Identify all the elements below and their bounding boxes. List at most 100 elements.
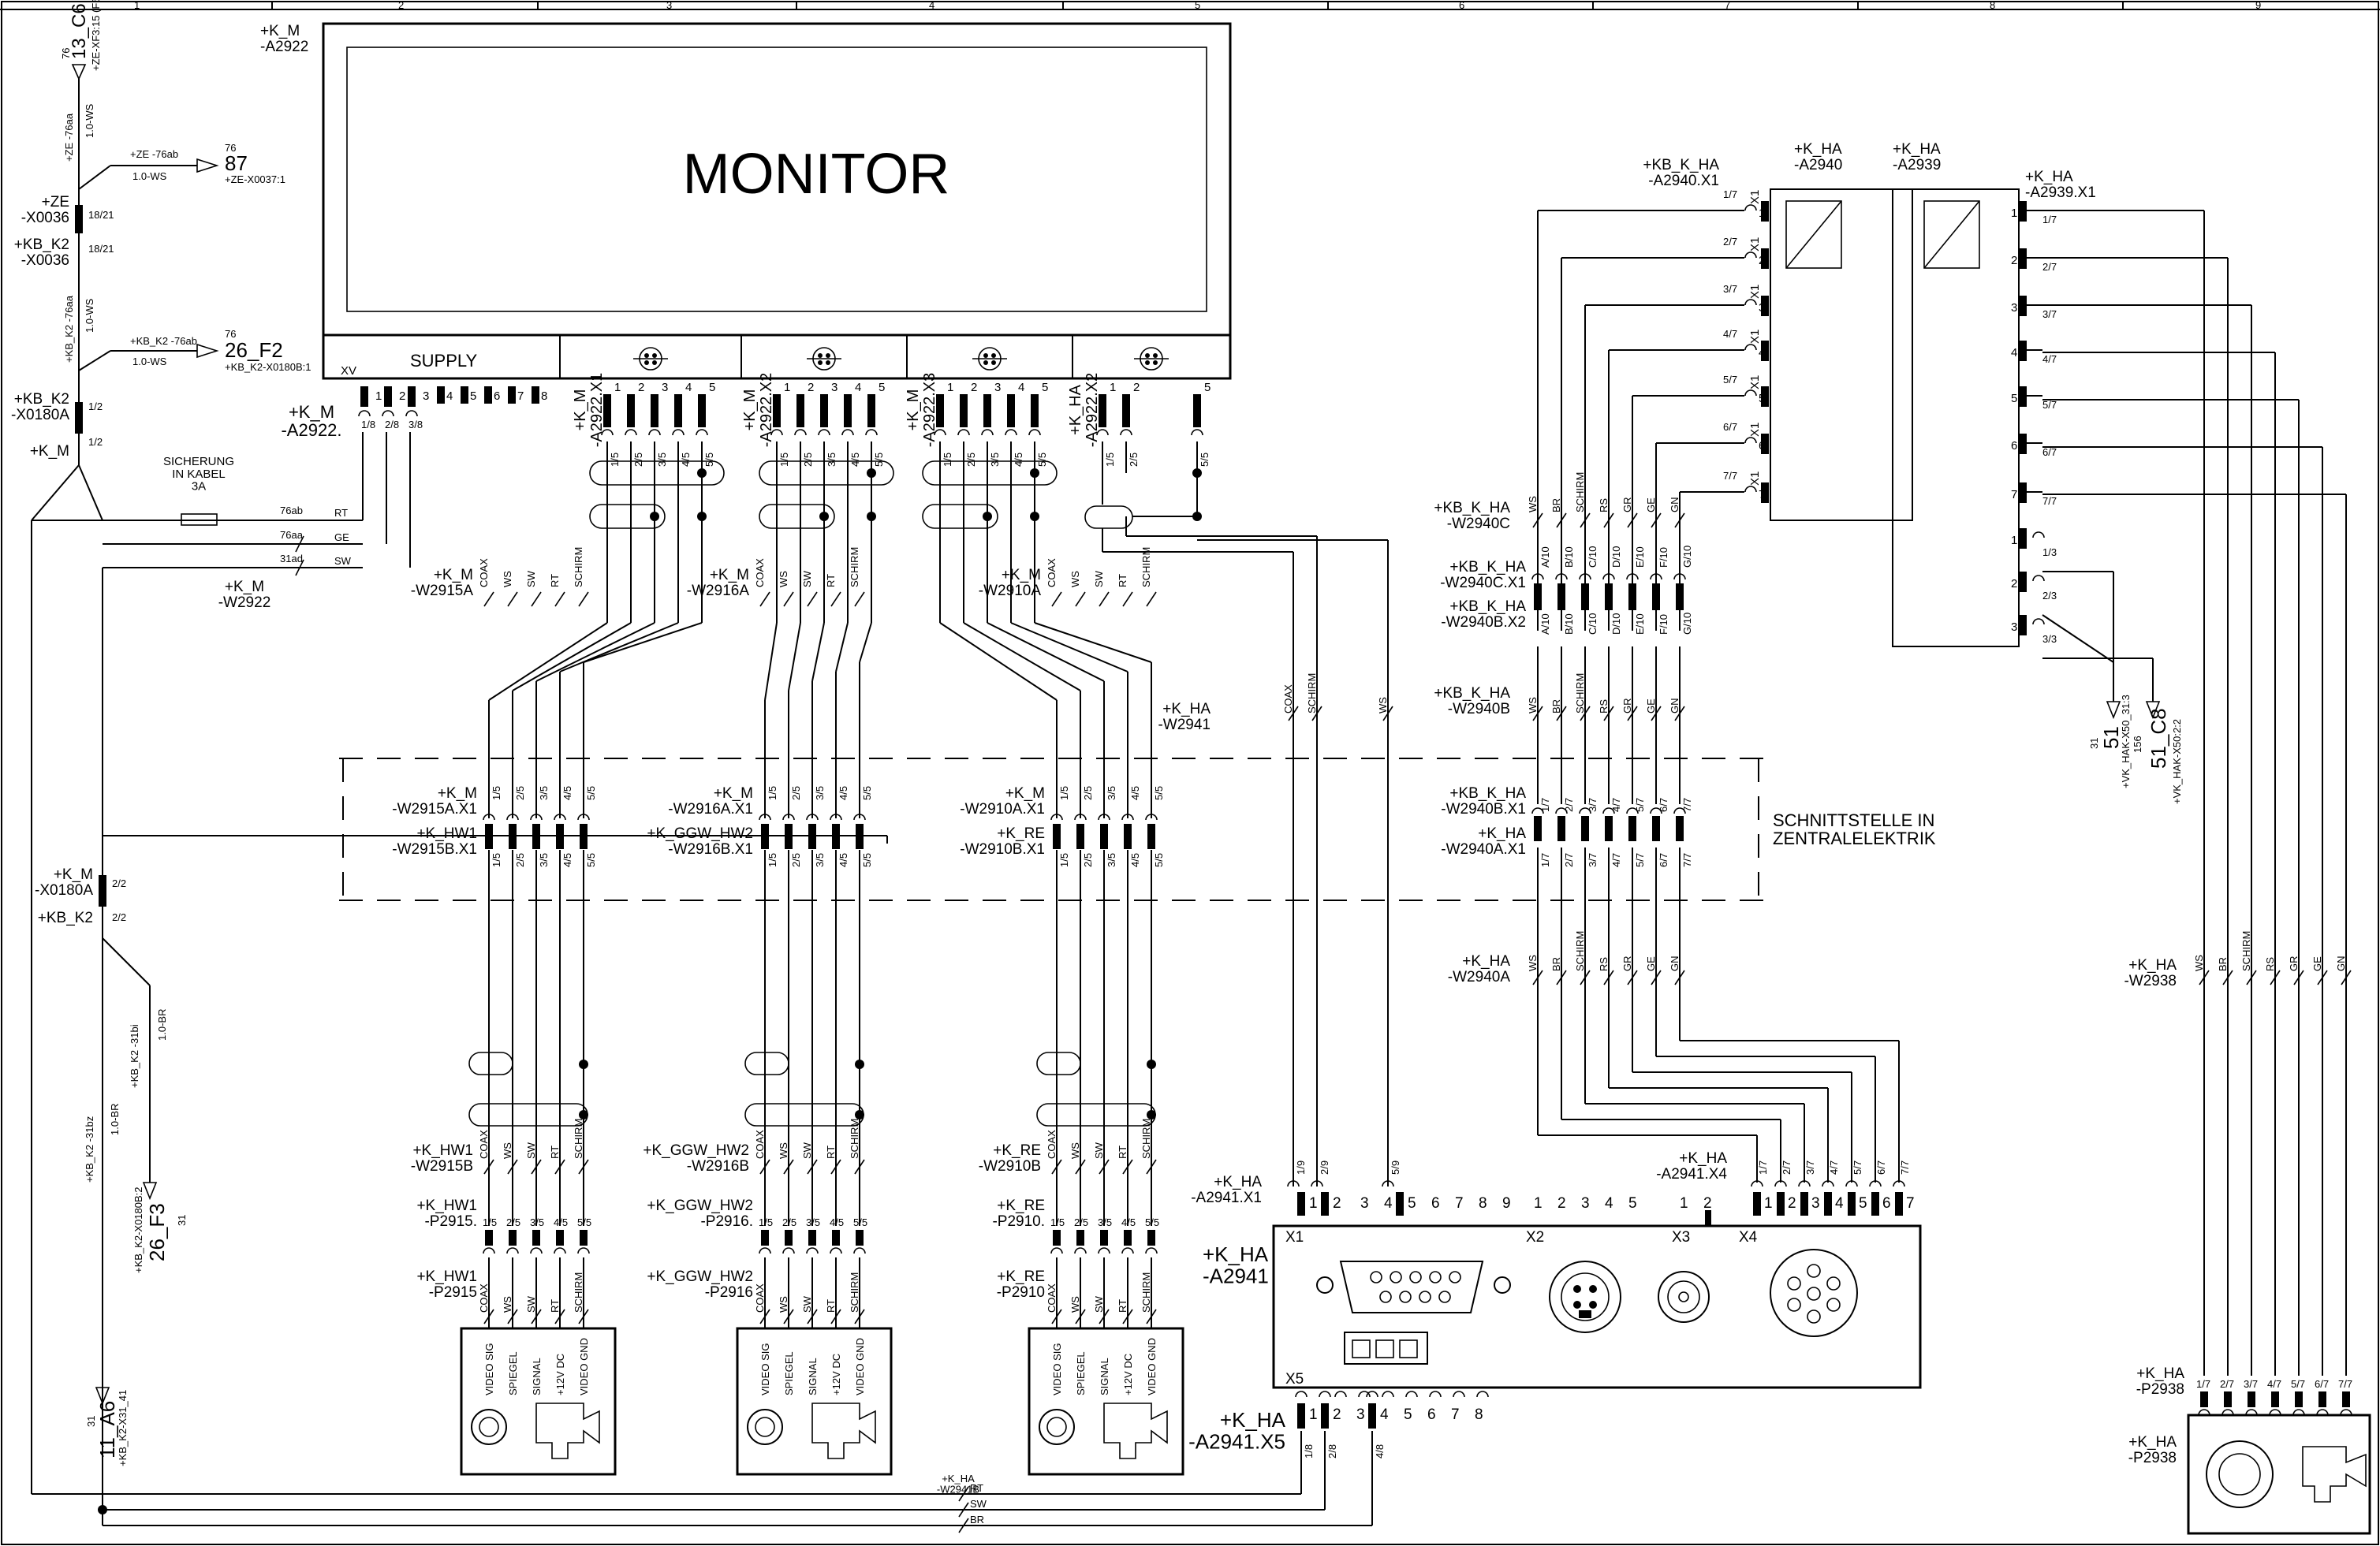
supply-pin-num: 7 (517, 389, 524, 403)
term: 1/7 (1757, 1160, 1769, 1175)
bnc-connector-icon (1658, 1271, 1710, 1323)
socket-symbol (794, 429, 807, 436)
junction-dot (855, 1110, 864, 1119)
socket-symbol (2316, 1409, 2329, 1416)
connector-pin (761, 1230, 769, 1246)
p2938-connector-icon (2206, 1440, 2274, 1508)
interface-x1-ref: +K_M-W2915A.X1 (392, 785, 477, 818)
socket-symbol (853, 1247, 866, 1254)
core-label: SW (801, 570, 813, 587)
camera-device (460, 1327, 617, 1476)
device-ref: +K_GGW_HW2-P2916 (647, 1268, 753, 1301)
connector-pin (509, 1230, 517, 1246)
supply-pin-num: 4 (446, 389, 453, 403)
pin-num: 2 (1333, 1406, 1341, 1423)
pin-num: 4 (1605, 1195, 1613, 1212)
connector-pin (1297, 1192, 1305, 1216)
term: 4/7 (2267, 1378, 2281, 1390)
signal-label: SIGNAL (531, 1358, 543, 1395)
wire2-76aa: +KB_K2 -76aa (63, 295, 75, 363)
pin-num: 2 (1703, 1195, 1712, 1212)
connector-pin (532, 1230, 540, 1246)
term: 5/5 (1145, 1216, 1159, 1228)
connector-pin (856, 824, 864, 849)
term: 4/7 (2042, 353, 2057, 365)
pin-num: 2 (1133, 381, 1140, 394)
supply-term: 2/8 (385, 419, 399, 430)
core-label: RT (549, 1299, 561, 1313)
core-ge: GE (334, 531, 349, 543)
core-label: COAX (478, 558, 490, 587)
term: C/10 (1587, 613, 1598, 635)
socket-symbol (1358, 1391, 1371, 1398)
term: 1/5 (1058, 853, 1070, 867)
pin-num: 4 (1384, 1195, 1393, 1212)
a2941-x5-ref: +K_HA-A2941.X5 (1188, 1408, 1286, 1453)
term: 6/7 (2042, 446, 2057, 458)
term: 3/5 (814, 786, 826, 800)
socket-symbol (1074, 1247, 1087, 1254)
connector-pin (808, 1230, 816, 1246)
cable-bottom-ref: +K_RE-W2910B (979, 1142, 1041, 1175)
junction-dot (983, 512, 992, 521)
column-8: 8 (1990, 0, 1995, 11)
connector-pin (1147, 1230, 1155, 1246)
camera-connector-icon (747, 1409, 783, 1445)
wire-76aa: +ZE -76aa (63, 113, 75, 162)
connector-pin (360, 386, 368, 407)
x0180a-t2: 1/2 (88, 436, 103, 448)
socket-symbol (1673, 807, 1686, 814)
ref11a6-sub: +KB_K2-X31_41 (117, 1390, 129, 1466)
cable-top-ref: +K_M-W2915A (411, 567, 474, 599)
a2941-x3-label: X3 (1672, 1229, 1690, 1246)
core-label: BR (1550, 699, 1562, 713)
socket-symbol (1602, 573, 1615, 580)
p2938-plug-ref: +K_HA-P2938 (2136, 1365, 2185, 1398)
w2940b-ref: +KB_K_HA-W2940B (1434, 685, 1510, 717)
supply-term: 3/8 (408, 419, 423, 430)
pin-term: 2/5 (802, 453, 814, 467)
term: 2/5 (790, 786, 802, 800)
pin-term: 5/5 (703, 453, 715, 467)
socket-symbol (782, 814, 795, 821)
socket-symbol (841, 429, 854, 436)
socket-symbol (806, 814, 819, 821)
supply-pin-num: 1 (375, 389, 382, 403)
pin-term: 2/5 (632, 453, 644, 467)
signal-label: SIGNAL (1099, 1358, 1110, 1395)
wire-31ad: 31ad (280, 553, 303, 564)
term: 3/7 (2244, 1378, 2258, 1390)
socket-symbol (1626, 573, 1639, 580)
pin-term: 2/5 (965, 453, 977, 467)
socket-symbol (2292, 1409, 2305, 1416)
core-label: GE (2311, 956, 2323, 971)
connector-pin (785, 824, 793, 849)
x1-label: X1 (1748, 285, 1762, 299)
pin-num: 3 (1811, 1195, 1820, 1212)
supply-pin-num: 3 (423, 389, 429, 403)
term: 2/7 (1563, 853, 1575, 867)
connector-pin (808, 824, 816, 849)
ref-top-sub: +ZE-XF3:15 (F6) (90, 0, 102, 71)
ref26f2-sub: +KB_K2-X0180B:1 (225, 361, 311, 373)
socket-symbol (1366, 1391, 1378, 1398)
core-label: RT (825, 1146, 837, 1159)
connector-pin (1124, 1230, 1132, 1246)
column-3: 3 (666, 0, 672, 11)
socket-symbol (818, 429, 830, 436)
plug-ref: +K_GGW_HW2-P2916. (647, 1198, 753, 1230)
socket-symbol (830, 1247, 842, 1254)
socket-symbol (506, 1247, 519, 1254)
socket-symbol (1650, 807, 1662, 814)
connector-pin (1100, 824, 1108, 849)
connector-pin (773, 394, 781, 427)
junction-dot (697, 512, 707, 521)
core-label: COAX (754, 1130, 766, 1159)
signal-label: +12V DC (1122, 1354, 1134, 1395)
term: 3/5 (530, 1216, 544, 1228)
w2941b-ref: +K_HA-W2941B (937, 1473, 979, 1496)
pin-num: 3 (831, 381, 837, 394)
core-label: WS (1069, 1142, 1081, 1159)
connector-pin (1147, 824, 1155, 849)
a2941-x2-label: X2 (1526, 1229, 1544, 1246)
